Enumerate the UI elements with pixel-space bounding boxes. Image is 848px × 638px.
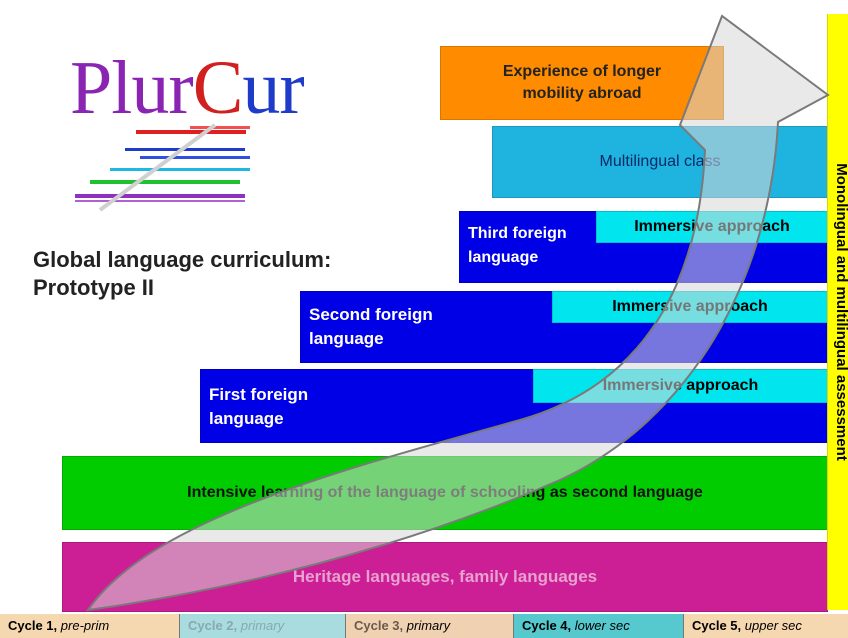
first-foreign-label: First foreign language [209, 383, 308, 431]
third-foreign-line-2: language [468, 249, 539, 266]
bar-mobility-abroad: Experience of longer mobility abroad [440, 46, 724, 120]
plurcur-logo: PlurCur [70, 50, 305, 126]
bar-immersive-approach-1: Immersive approach [533, 369, 828, 403]
multilingual-class-label: Multilingual class [599, 153, 721, 170]
first-foreign-line-1: First foreign [209, 385, 309, 404]
second-foreign-line-1: Second foreign [309, 305, 433, 324]
title-line-1: Global language curriculum: [33, 247, 332, 272]
cycle-3-name: Cycle 3, [354, 618, 404, 633]
second-foreign-label: Second foreign language [309, 303, 433, 351]
cycle-4-name: Cycle 4, [522, 618, 572, 633]
heritage-label: Heritage languages, family languages [292, 567, 598, 586]
cycle-5-name: Cycle 5, [692, 618, 742, 633]
bar-heritage-languages: Heritage languages, family languages [62, 542, 828, 612]
cycle-5-stage: upper sec [744, 618, 802, 633]
bar-immersive-approach-2: Immersive approach [552, 291, 828, 323]
logo-stripe-cyan [110, 168, 250, 171]
logo-text-c: C [192, 46, 244, 130]
immersive-label-1: Immersive approach [602, 377, 759, 394]
cycle-4: Cycle 4, lower sec [514, 614, 684, 638]
logo-stripes [75, 123, 250, 212]
cycle-1: Cycle 1, pre-prim [0, 614, 180, 638]
cycle-3: Cycle 3, primary [346, 614, 514, 638]
bar-immersive-approach-3: Immersive approach [596, 211, 828, 243]
logo-stripe-green [90, 180, 240, 184]
immersive-label-3: Immersive approach [634, 218, 790, 235]
logo-stripe-purple [75, 194, 245, 198]
assessment-label: Monolingual and multilingual assessment [833, 163, 848, 461]
first-foreign-line-2: language [209, 409, 284, 428]
bar-language-of-schooling: Intensive learning of the language of sc… [62, 456, 828, 530]
logo-stripe-purple-2 [75, 200, 245, 202]
cycle-5: Cycle 5, upper sec [684, 614, 848, 638]
assessment-bar: Monolingual and multilingual assessment [827, 14, 848, 610]
logo-stripe-red [136, 130, 246, 134]
mobility-label: Experience of longer mobility abroad [502, 63, 662, 102]
cycle-1-name: Cycle 1, [8, 618, 58, 633]
second-foreign-line-2: language [309, 329, 384, 348]
bar-multilingual-class: Multilingual class [492, 126, 828, 198]
cycle-2: Cycle 2, primary [180, 614, 346, 638]
cycle-1-stage: pre-prim [60, 618, 110, 633]
cycle-4-stage: lower sec [574, 618, 630, 633]
cycle-2-stage: primary [240, 618, 285, 633]
immersive-label-2: Immersive approach [612, 298, 768, 315]
cycle-2-name: Cycle 2, [188, 618, 238, 633]
title-line-2: Prototype II [33, 275, 155, 300]
page-title: Global language curriculum: Prototype II [33, 246, 331, 302]
cycle-3-stage: primary [406, 618, 451, 633]
third-foreign-line-1: Third foreign [468, 225, 567, 242]
logo-stripe-blue-2 [140, 156, 250, 159]
schooling-label: Intensive learning of the language of sc… [187, 484, 703, 501]
logo-stripe-red-2 [190, 126, 250, 129]
logo-text-ur: ur [242, 46, 304, 130]
logo-text-plur: Plur [70, 46, 194, 130]
third-foreign-label: Third foreign language [468, 222, 567, 270]
